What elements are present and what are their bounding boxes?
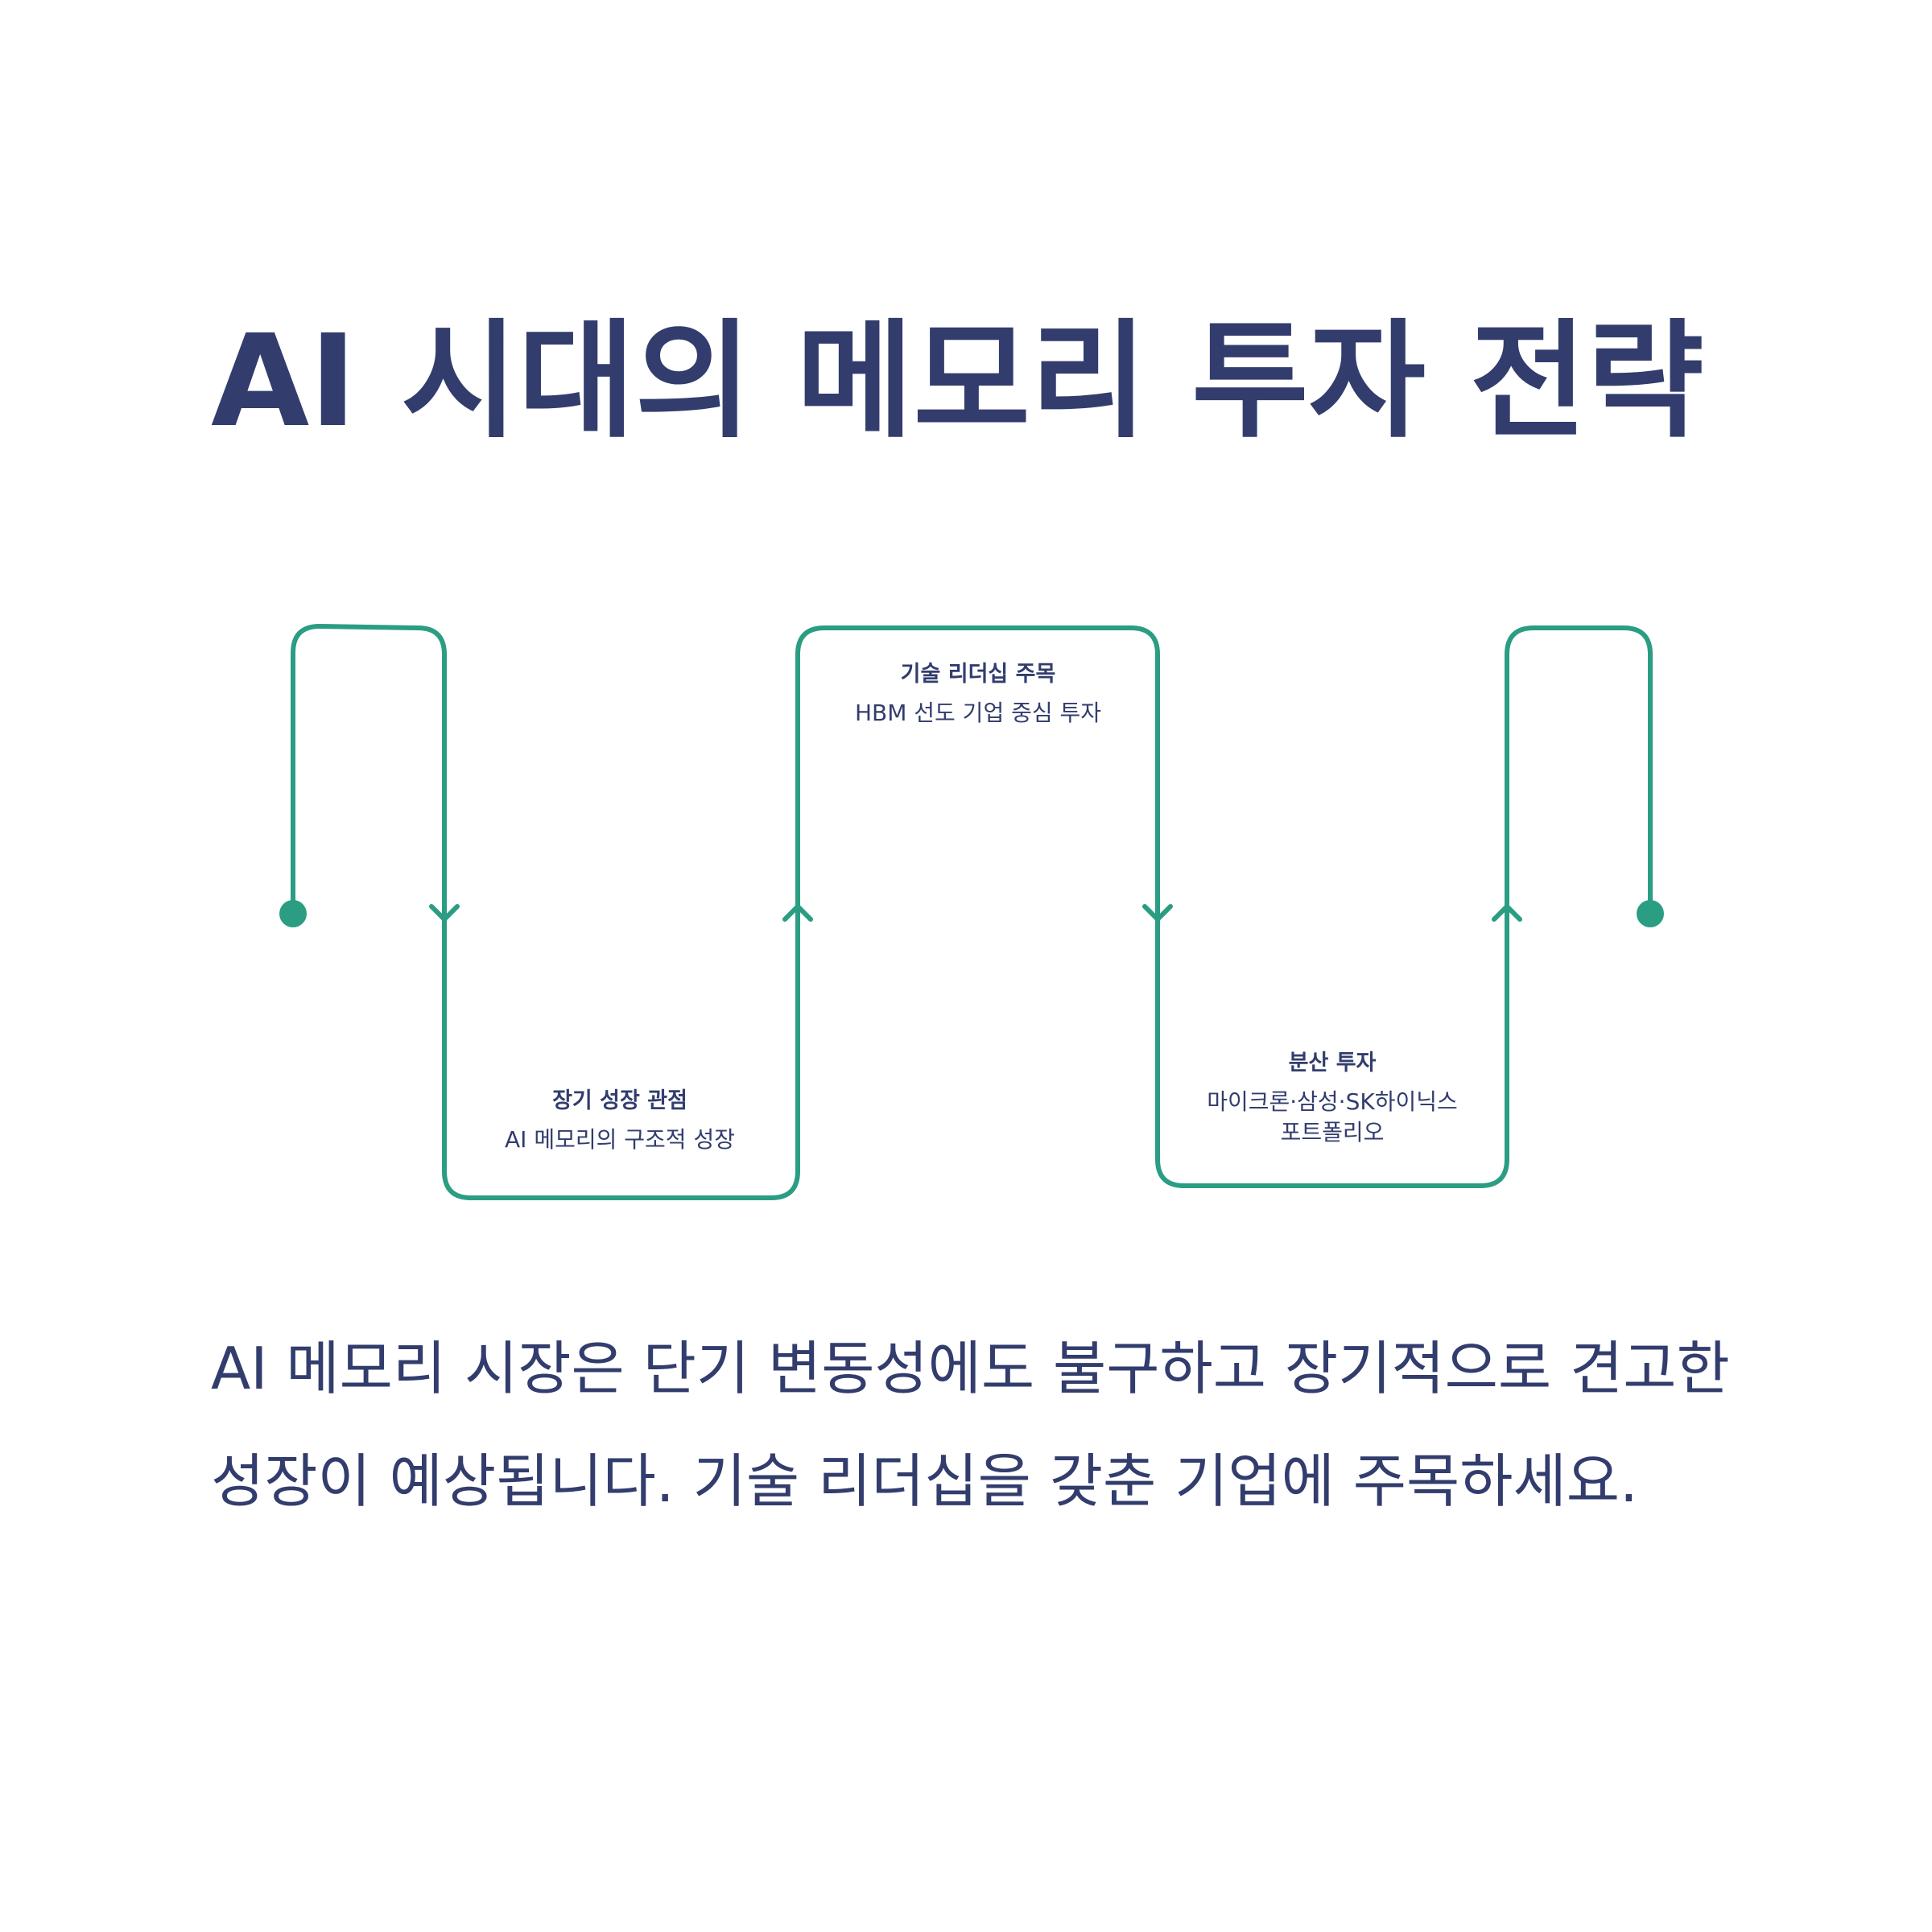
step-title: 기술 리더십 주목: [900, 662, 1056, 687]
flow-end-dot: [1637, 900, 1664, 927]
step-long-term-growth: 장기 성장 관점 AI 메모리의 구조적 성장: [483, 1087, 757, 1155]
step-title: 장기 성장 관점: [552, 1088, 687, 1113]
step-desc: HBM 선도 기업 중심 투자: [854, 700, 1102, 727]
step-diversification: 분산 투자 마이크론·삼성·SK하이닉스 포트폴리오: [1195, 1049, 1469, 1148]
step-desc: 마이크론·삼성·SK하이닉스 포트폴리오: [1207, 1088, 1458, 1146]
step-desc: AI 메모리의 구조적 성장: [505, 1126, 735, 1154]
arrow-down-icon: [429, 904, 460, 922]
flow-start-dot: [279, 900, 307, 927]
arrow-up-icon: [782, 904, 813, 922]
step-tech-leadership: 기술 리더십 주목 HBM 선도 기업 중심 투자: [849, 660, 1107, 729]
flow-path: [291, 624, 1653, 1200]
step-title: 분산 투자: [1288, 1051, 1377, 1075]
page-title: AI 시대의 메모리 투자 전략: [211, 308, 1704, 456]
summary-text: AI 메모리 시장은 단기 변동성에도 불구하고 장기적으로 견고한 성장이 예…: [211, 1335, 1730, 1516]
arrow-down-icon: [1142, 904, 1173, 922]
arrow-up-icon: [1492, 904, 1522, 922]
